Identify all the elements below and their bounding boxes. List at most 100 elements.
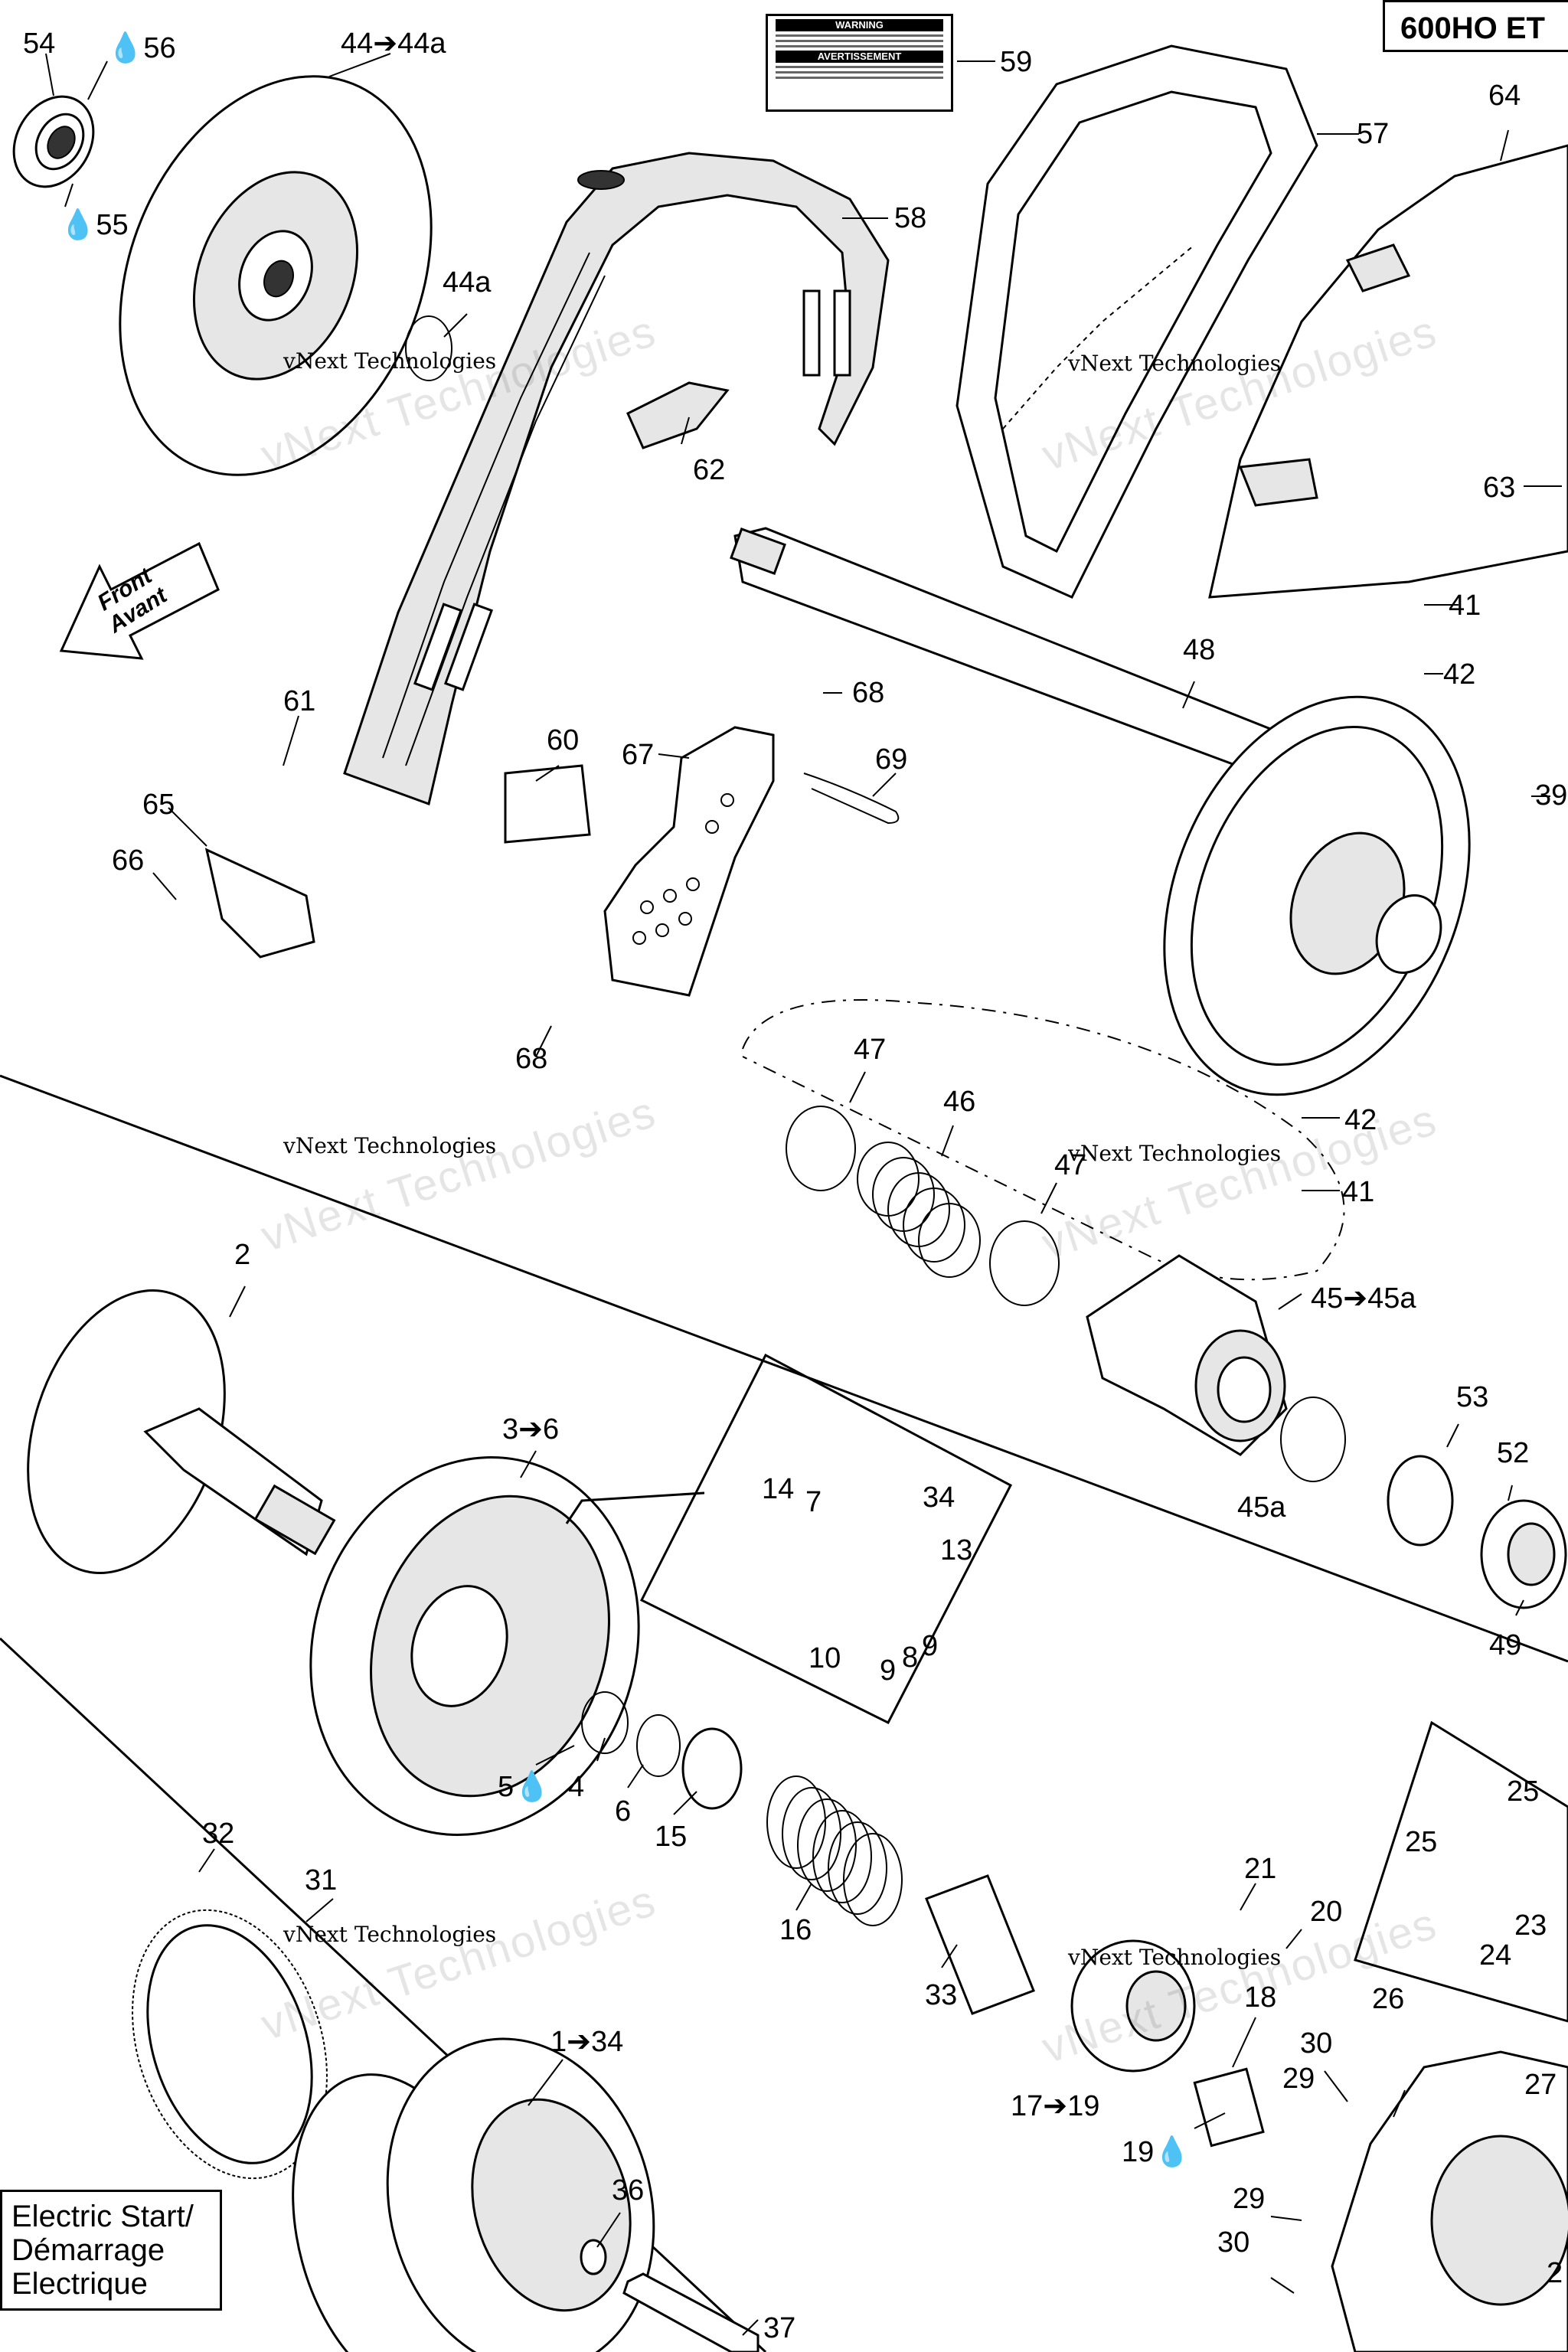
callout-54: 54 — [23, 28, 56, 60]
warning-title-en: WARNING — [776, 19, 943, 31]
clutch-bolt-37 — [622, 2272, 760, 2352]
bushing-4 — [581, 1691, 629, 1754]
washer-36 — [580, 2239, 607, 2275]
electric-start-line-2: Démarrage — [11, 2233, 165, 2267]
callout-63: 63 — [1483, 472, 1516, 504]
callout-68-top: 68 — [852, 677, 885, 709]
watermark-text: vNext Technologies — [283, 1922, 497, 1947]
callout-23: 23 — [1514, 1909, 1547, 1942]
callout-42-bottom: 42 — [1344, 1104, 1377, 1136]
callout-20: 20 — [1310, 1896, 1343, 1928]
clip-pin-69 — [803, 773, 900, 825]
callout-58: 58 — [894, 202, 927, 234]
callout-41-bottom: 41 — [1342, 1176, 1375, 1208]
model-title: 600HO ET — [1383, 0, 1568, 52]
callout-47-right: 47 — [1054, 1149, 1087, 1181]
clutch-assembly-1 — [292, 2037, 655, 2352]
callout-21: 21 — [1244, 1853, 1277, 1885]
callout-47-left: 47 — [854, 1034, 887, 1066]
bushing-18 — [1193, 2067, 1265, 2148]
callout-5: 5💧 — [498, 1772, 550, 1802]
assembly-group-outline — [742, 999, 1345, 1281]
callout-30-top: 30 — [1300, 2027, 1333, 2060]
plate-65 — [204, 848, 315, 959]
warning-title-fr: AVERTISSEMENT — [776, 51, 943, 63]
callout-2-bottom: 2 — [1547, 2257, 1563, 2289]
rubber-pad-62 — [626, 381, 730, 449]
callout-36: 36 — [612, 2174, 645, 2207]
callout-68-bottom: 68 — [515, 1043, 548, 1075]
callout-56-text: 56 — [143, 32, 176, 64]
callout-15: 15 — [655, 1821, 688, 1853]
callout-45a: 45a — [1237, 1491, 1286, 1524]
oil-drop-icon: 💧 — [107, 32, 144, 64]
callout-55: 💧55 — [60, 211, 129, 240]
callout-7: 7 — [805, 1486, 822, 1518]
callout-45: 45➔45a — [1311, 1282, 1416, 1315]
callout-2: 2 — [234, 1239, 251, 1271]
electric-start-label: Electric Start/ Démarrage Electrique — [0, 2190, 222, 2311]
callout-10: 10 — [808, 1642, 841, 1674]
belt-guard-58 — [343, 152, 890, 805]
retaining-ring-45a — [1280, 1396, 1346, 1482]
callout-26: 26 — [1372, 1983, 1405, 2015]
support-bracket-67 — [603, 726, 775, 997]
callout-34-inset: 34 — [923, 1481, 956, 1514]
governor-cup — [1331, 2050, 1568, 2352]
callout-19-text: 19 — [1122, 2136, 1155, 2168]
callout-9-left: 9 — [880, 1655, 897, 1687]
warning-decal-59: WARNING AVERTISSEMENT — [766, 14, 953, 112]
drive-belt-57 — [956, 44, 1318, 599]
callout-57: 57 — [1357, 118, 1390, 150]
driven-pulley-39 — [1163, 695, 1471, 1096]
watermark-text: vNext Technologies — [283, 348, 497, 374]
callout-61: 61 — [283, 685, 316, 717]
callout-31: 31 — [305, 1864, 338, 1896]
callout-49: 49 — [1489, 1629, 1522, 1661]
callout-4: 4 — [568, 1771, 585, 1803]
bearing-54 — [12, 95, 95, 188]
callout-60: 60 — [547, 724, 580, 756]
inset-box-lever-assembly — [639, 1353, 1013, 1725]
callout-44a: 44a — [443, 266, 492, 299]
callout-56: 💧56 — [107, 34, 176, 63]
ring-gear-31 — [132, 1909, 328, 2180]
callout-55-text: 55 — [96, 209, 129, 241]
bracket-60 — [504, 764, 591, 844]
sleeve-33 — [925, 1874, 1035, 2015]
callout-3: 3➔6 — [502, 1413, 560, 1446]
callout-39: 39 — [1535, 779, 1568, 812]
callout-59: 59 — [1000, 46, 1033, 78]
watermark-text: vNext Technologies — [283, 1133, 497, 1158]
watermark-text: vNext Technologies — [1068, 1945, 1282, 1970]
callout-32: 32 — [202, 1818, 235, 1850]
washer-15 — [681, 1727, 743, 1810]
callout-19: 19💧 — [1122, 2138, 1191, 2167]
oil-drop-icon: 💧 — [60, 209, 96, 241]
callout-53: 53 — [1456, 1381, 1489, 1413]
callout-65: 65 — [142, 789, 175, 821]
callout-37: 37 — [763, 2312, 796, 2344]
electric-start-line-3: Electrique — [11, 2267, 148, 2301]
callout-27: 27 — [1524, 2069, 1557, 2101]
callout-17: 17➔19 — [1011, 2090, 1100, 2122]
spider-17 — [1070, 1939, 1196, 2073]
fixed-sheave-2 — [27, 1289, 336, 1574]
ring-47 — [989, 1220, 1060, 1306]
callout-leader-lines — [45, 53, 1562, 2336]
callout-25-left: 25 — [1405, 1826, 1438, 1858]
callout-33: 33 — [925, 1979, 958, 2011]
callout-44: 44➔44a — [341, 28, 446, 60]
callout-46: 46 — [943, 1086, 976, 1118]
oil-drop-icon: 💧 — [1154, 2136, 1191, 2168]
callout-42-top: 42 — [1443, 658, 1476, 691]
driven-sheave-44 — [119, 75, 433, 476]
callout-64: 64 — [1488, 80, 1521, 112]
watermark-text: vNext Technologies — [1068, 1141, 1282, 1166]
callout-18: 18 — [1244, 1981, 1277, 2014]
hub-49 — [1480, 1499, 1567, 1609]
callout-9-right: 9 — [922, 1630, 939, 1662]
spring-46 — [857, 1142, 981, 1278]
